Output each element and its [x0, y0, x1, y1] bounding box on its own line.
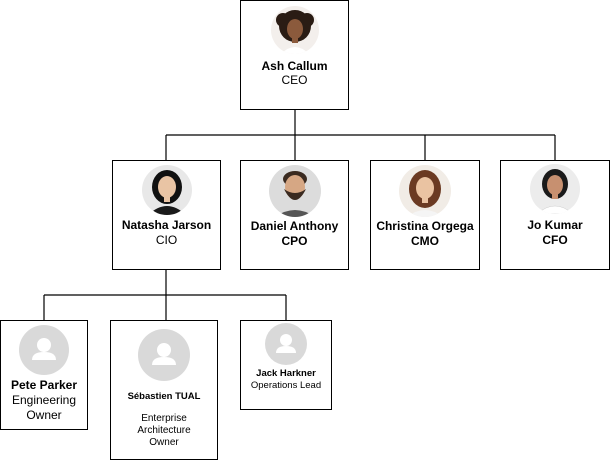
person-name: Natasha Jarson [121, 218, 212, 232]
org-node-report[interactable]: Jack Harkner Operations Lead [240, 320, 332, 410]
person-title-line: Architecture [137, 425, 191, 436]
person-name: Jack Harkner [256, 368, 316, 379]
person-name: Jo Kumar [527, 218, 583, 232]
org-node-report[interactable]: Pete Parker Engineering Owner [0, 320, 88, 430]
woman-brown-hair-photo-icon [399, 165, 451, 217]
org-node-cfo[interactable]: Jo Kumar CFO [500, 160, 610, 270]
person-title: CFO [542, 233, 568, 247]
person-title: CPO [281, 234, 308, 248]
person-name: Christina Orgega [376, 219, 474, 233]
person-placeholder-icon [265, 323, 307, 365]
man-beard-photo-icon [268, 165, 321, 217]
avatar [141, 165, 192, 215]
person-title: CEO [281, 73, 308, 87]
person-placeholder-icon [138, 329, 190, 381]
org-node-cpo[interactable]: Daniel Anthony CPO [240, 160, 349, 270]
woman-curly-hair-photo-icon [270, 6, 319, 54]
person-title-line: Owner [149, 437, 179, 448]
person-name: Daniel Anthony [250, 219, 339, 233]
person-title: CMO [411, 234, 439, 248]
person-name: Sébastien TUAL [127, 391, 201, 402]
org-node-cmo[interactable]: Christina Orgega CMO [370, 160, 480, 270]
avatar [399, 165, 451, 217]
avatar [530, 164, 580, 214]
person-title-line: Owner [26, 408, 62, 422]
person-title: CIO [155, 233, 178, 247]
person-placeholder-icon [19, 325, 69, 375]
person-title-line: Engineering [11, 393, 77, 407]
person-title-line: Operations Lead [250, 380, 322, 391]
person-name: Pete Parker [10, 378, 78, 392]
woman-white-shirt-photo-icon [530, 164, 580, 214]
org-node-ceo[interactable]: Ash Callum CEO [240, 0, 349, 110]
person-title-line: Enterprise [141, 413, 187, 424]
woman-black-hair-photo-icon [141, 165, 192, 215]
org-node-cio[interactable]: Natasha Jarson CIO [112, 160, 221, 270]
org-node-report[interactable]: Sébastien TUAL Enterprise Architecture O… [110, 320, 218, 460]
person-name: Ash Callum [261, 59, 328, 73]
avatar [268, 165, 321, 217]
avatar [270, 6, 319, 54]
